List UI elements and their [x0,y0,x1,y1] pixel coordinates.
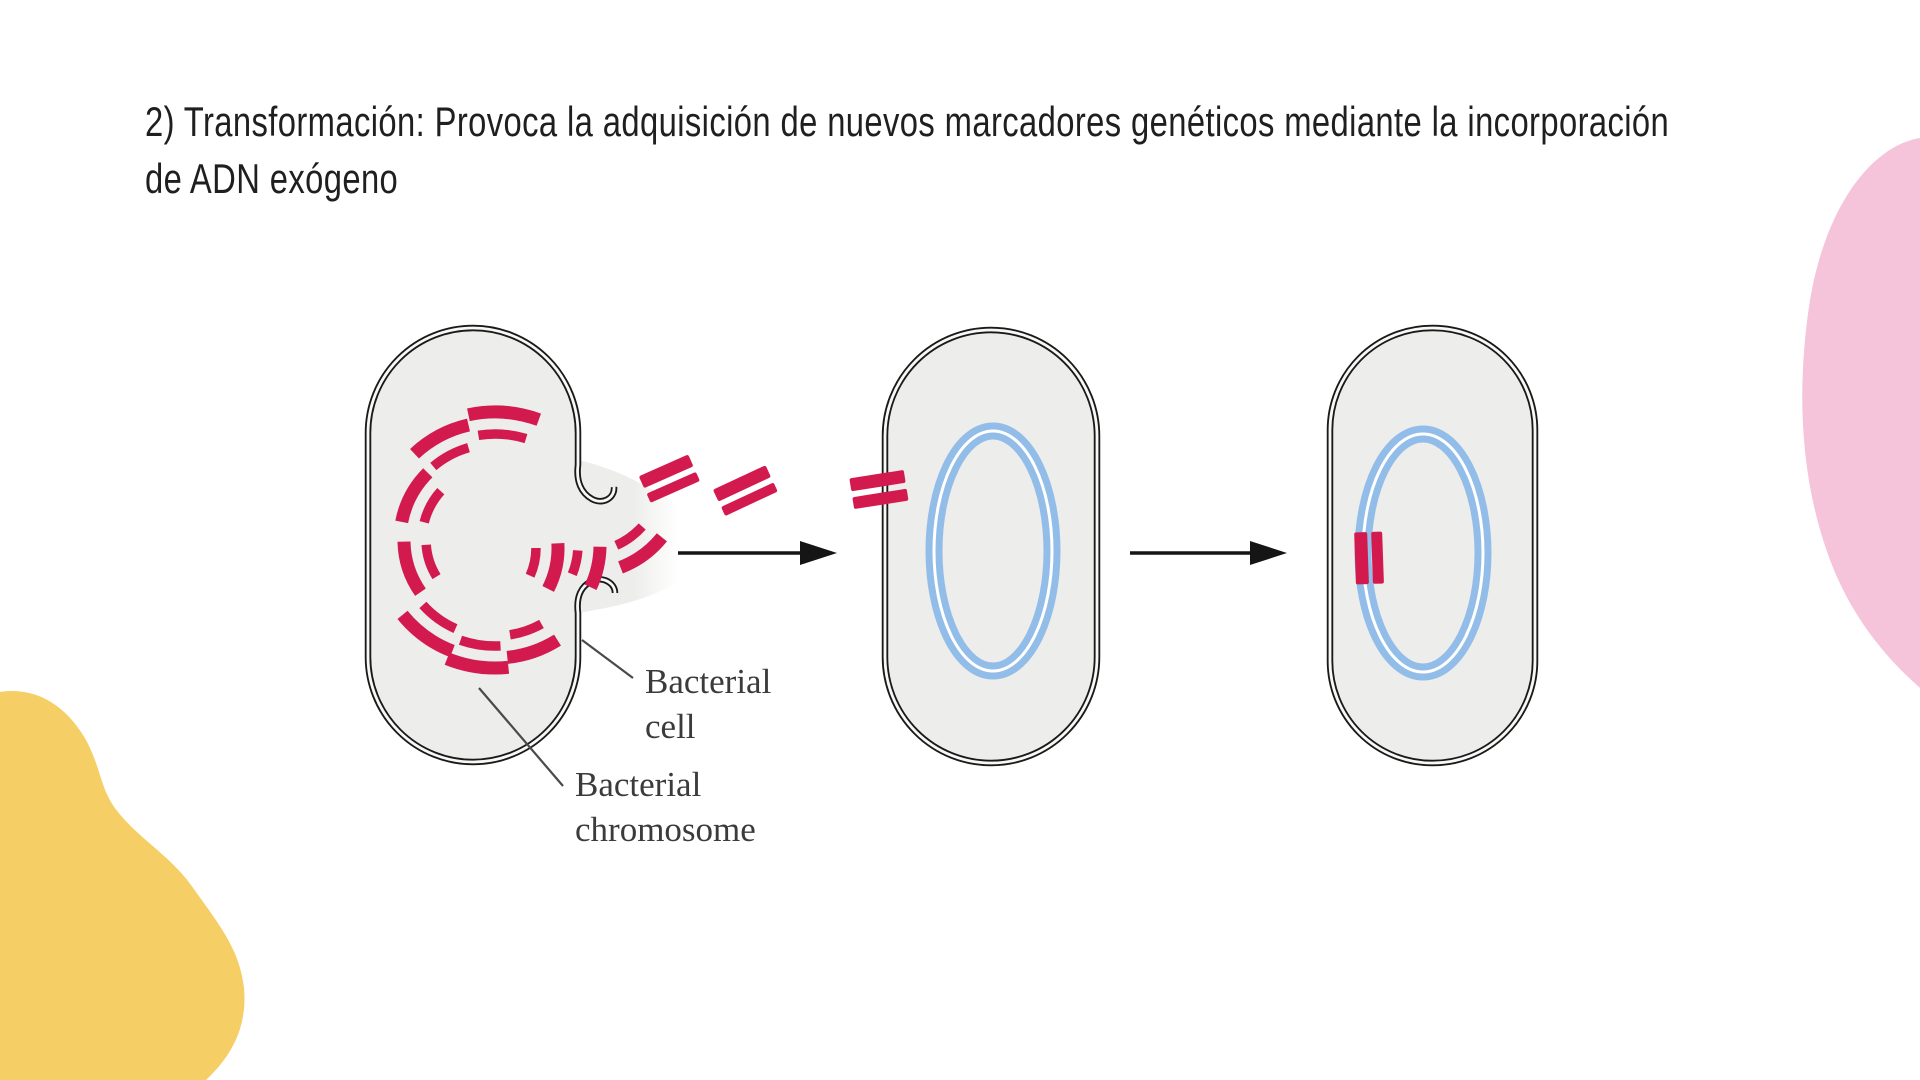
pointer-line-bacterial-chromosome [478,687,564,787]
dna-fragment-bottom-bar [647,472,700,503]
bacterial-chromosome-label: Bacterial chromosome [575,762,756,852]
bacterial-cell-label: Bacterial cell [645,659,771,749]
dna-fragment-arc-pair [567,546,607,591]
dna-fragment-outer-arc [584,546,607,591]
dna-fragment-bottom-bar [721,483,778,516]
dna-fragment-arc-pair [397,601,458,658]
dna-fragment-inner-arc [525,547,541,578]
dna-fragment-arc-pair [397,541,441,596]
dna-fragment-top-bar [639,455,693,488]
dna-fragment-outer-arc [444,652,510,675]
dna-fragment-inner-arc [477,429,528,444]
dna-fragment-inner-arc [614,523,646,550]
dna-fragment-bar-pair [849,470,909,509]
dna-fragment-arc-pair [614,523,667,574]
dna-fragment-inner-arc [430,443,470,471]
dna-fragment-inner-arc [419,488,445,524]
transformed-cell-wall-inner-line [1328,326,1537,765]
dna-fragment-bar-pair [639,455,700,503]
yellow-blob-decoration [0,691,245,1080]
dna-fragment-outer-arc [506,634,561,664]
dna-fragment-arc-pair [395,468,445,524]
slide-title-line2: de ADN exógeno [145,155,399,202]
dna-fragment-inner-arc [509,619,544,640]
dna-fragment-bar-pair [713,465,778,516]
dna-fragment-outer-arc [467,405,542,426]
dna-fragment-arc-pair [506,619,561,664]
dna-fragment-inner-arc [458,635,501,651]
plasmid-ring-inner-line [932,429,1054,673]
dna-fragment-top-bar [849,470,906,492]
slide-title-line1: 2) Transformación: Provoca la adquisició… [145,98,1670,145]
arrow-1 [678,541,837,565]
pink-blob-decoration [1802,138,1920,688]
dna-fragments [395,405,909,675]
arrow-2 [1130,541,1287,565]
bacterial-cell-label-line2: cell [645,707,696,746]
bacterial-chromosome-label-line1: Bacterial [575,765,702,804]
dna-fragment-outer-arc [617,533,667,574]
dna-fragment-arc-pair [467,405,542,444]
pointer-line-bacterial-cell [581,639,634,679]
dna-fragment-arc-pair [525,542,565,592]
donor-cell [364,324,678,766]
recipient-cell [881,326,1101,767]
dna-fragment-inner-arc [567,549,583,576]
dna-fragment-outer-arc [542,542,565,592]
dna-fragment-inner-arc [419,601,458,633]
dna-fragment-outer-arc [395,468,433,524]
dna-fragment-outer-arc [397,610,455,658]
dna-fragment-bottom-bar [852,488,909,509]
integrated-dna-marker [1354,531,1384,585]
dna-fragment-inner-arc [421,544,441,580]
dna-fragment-top-bar [713,465,771,501]
bacterial-chromosome-label-line2: chromosome [575,810,756,849]
dna-fragment-outer-arc [397,541,426,596]
dna-fragment-arc-pair [410,418,471,471]
slide-title: 2) Transformación: Provoca la adquisició… [145,93,1669,207]
dna-fragment-arc-pair [444,635,510,675]
recipient-cell-wall-inner-line [883,328,1099,765]
recipient-cell-wall [881,326,1101,767]
donor-cell-wall-inner-line [366,326,617,764]
dna-fragment-outer-arc [410,418,471,459]
transformed-cell [1326,324,1539,767]
bacterial-cell-label-line1: Bacterial [645,662,772,701]
